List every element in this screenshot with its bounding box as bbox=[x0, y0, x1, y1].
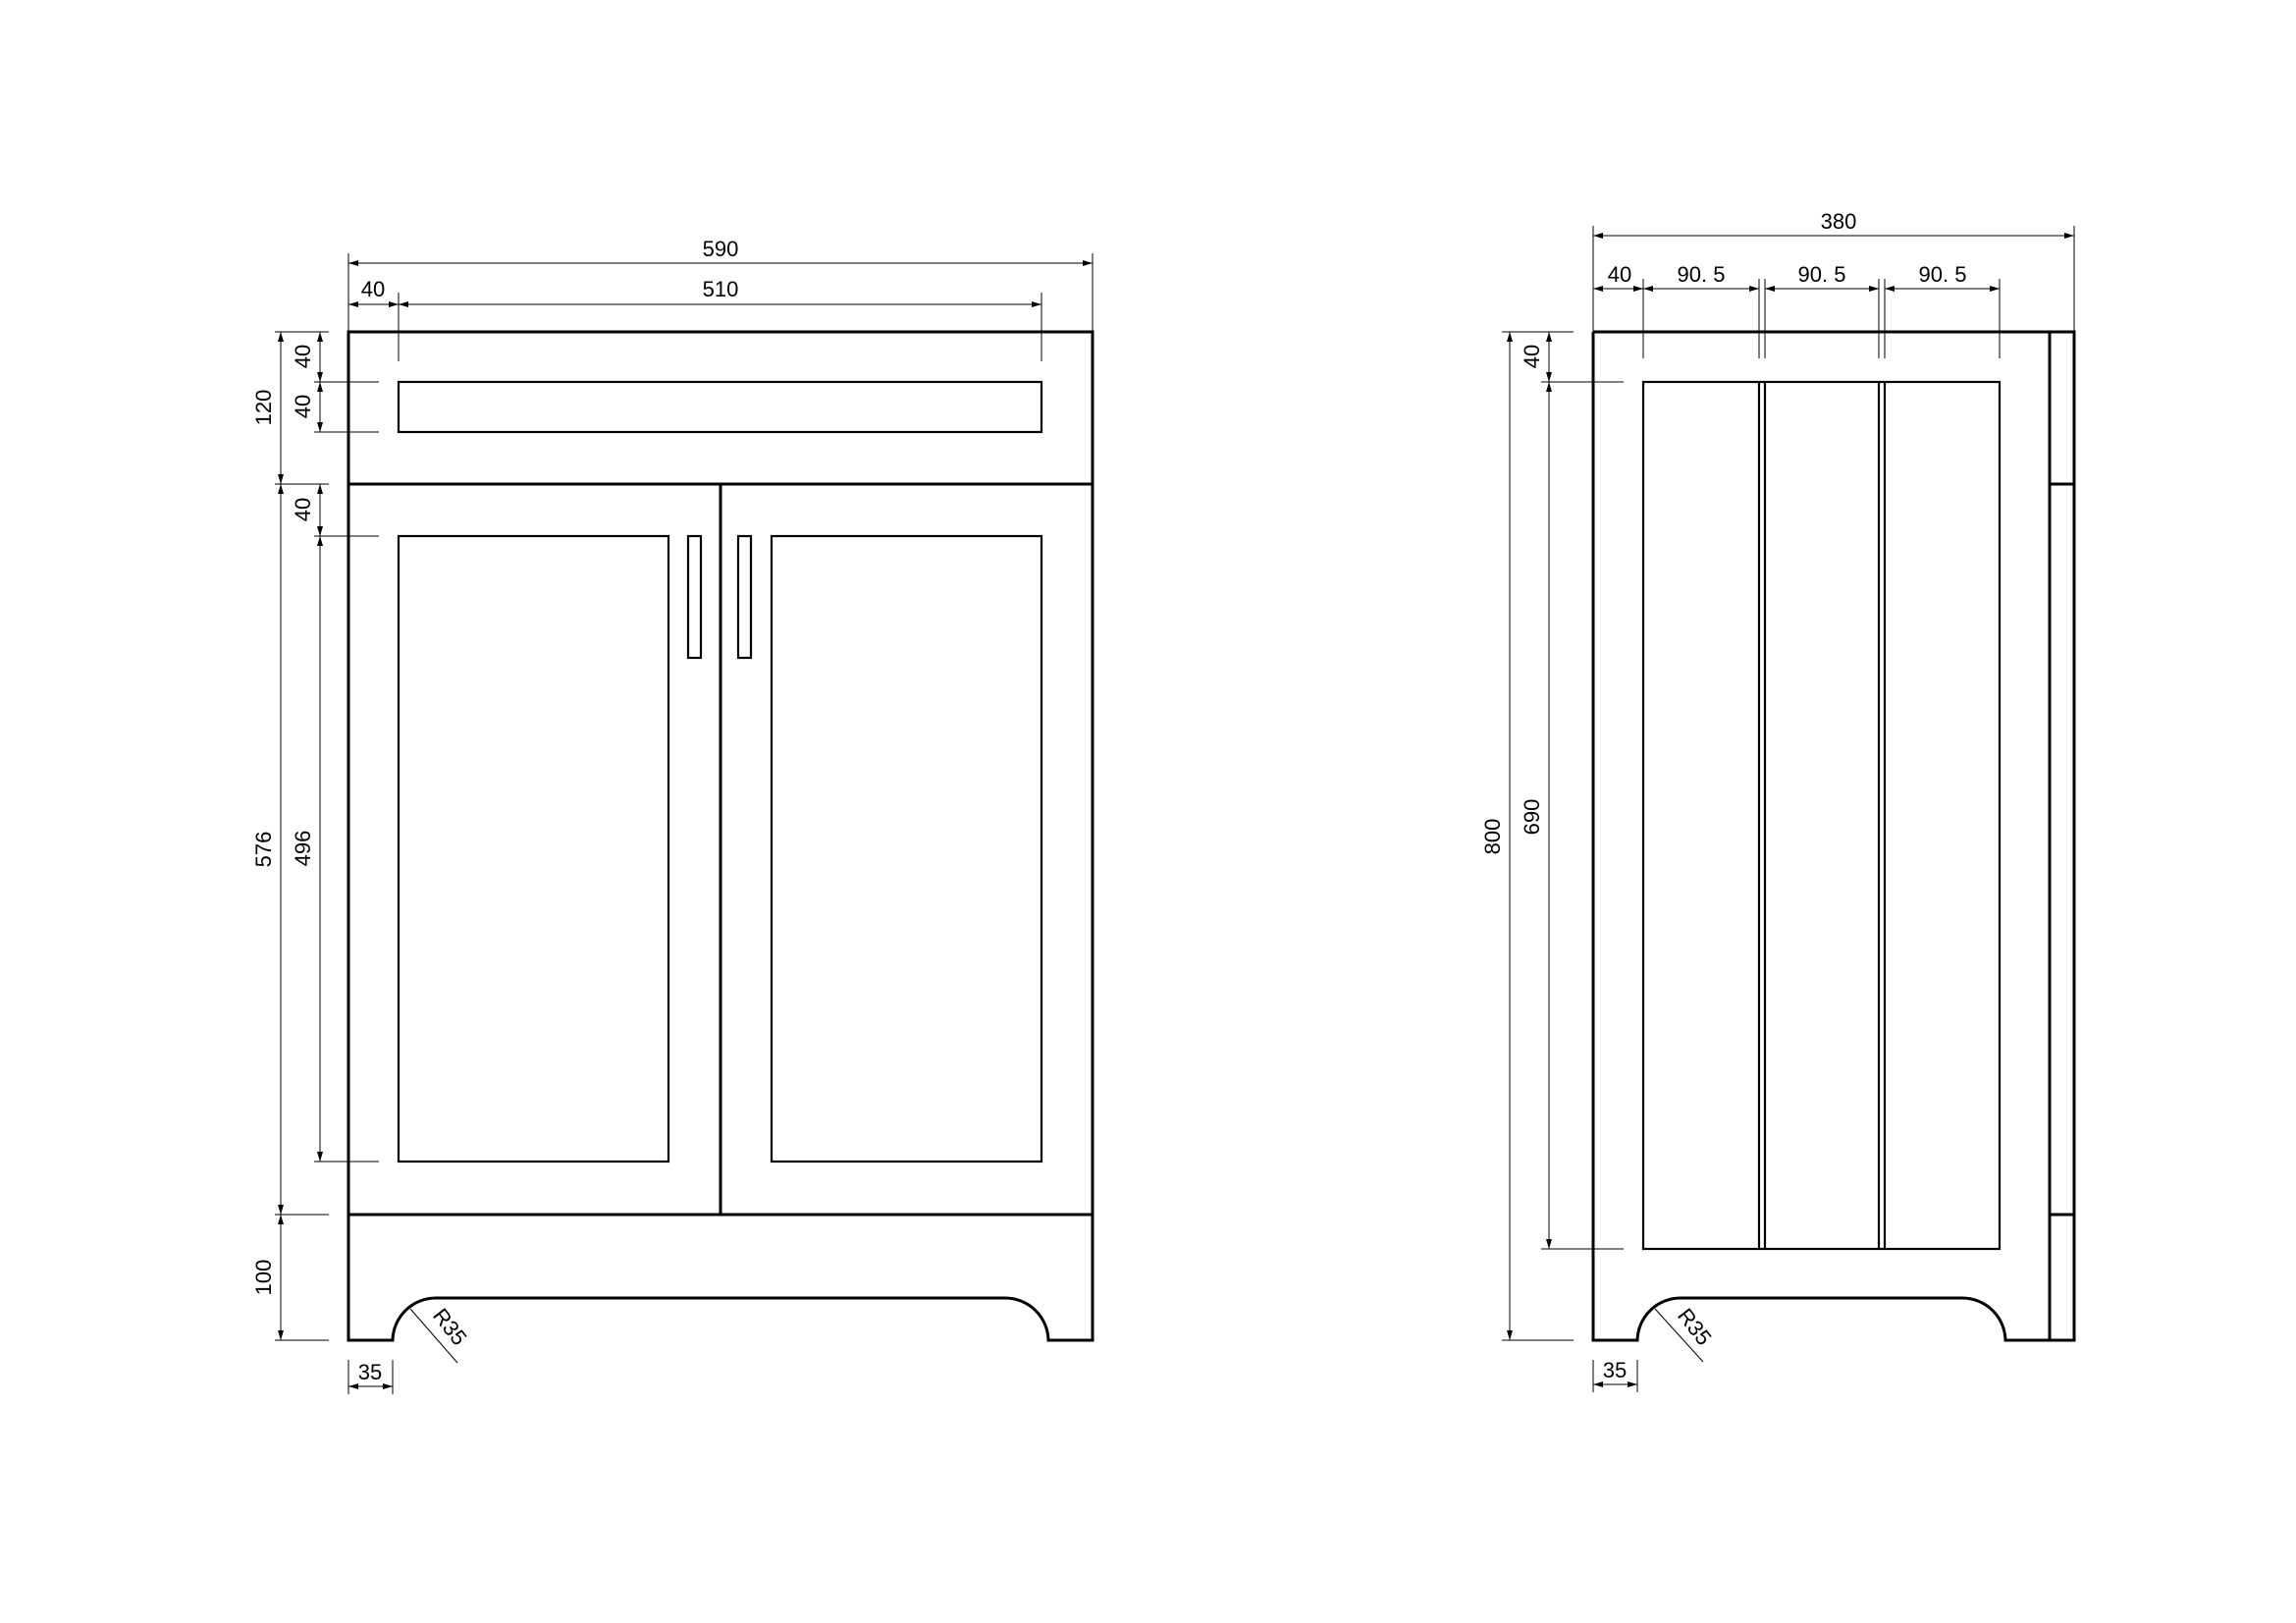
left-door-handle bbox=[686, 534, 703, 660]
dim-vertical-outer: 120 576 100 bbox=[251, 331, 329, 1341]
left-door-panel bbox=[397, 534, 670, 1163]
dim-label-side-leg-width: 35 bbox=[1603, 1358, 1627, 1382]
dim-label-side-offset: 40 bbox=[361, 277, 385, 301]
side-cabinet-outline bbox=[1591, 330, 2076, 1342]
side-view: 380 40 90. 5 90. 5 90. 5 bbox=[1480, 209, 2076, 1392]
dim-label-drawer-height: 40 bbox=[291, 395, 315, 418]
front-cabinet-outline bbox=[347, 330, 1095, 1342]
dim-label-top-section: 120 bbox=[251, 390, 276, 426]
dim-overall-width: 590 bbox=[347, 237, 1094, 332]
dim-label-overall-depth: 380 bbox=[1821, 209, 1857, 234]
dim-label-stile: 40 bbox=[1608, 262, 1631, 287]
dim-leg-front: 35 R35 bbox=[347, 1304, 472, 1394]
dim-label-plinth: 100 bbox=[251, 1260, 276, 1296]
drawer-panel bbox=[397, 380, 1043, 434]
dim-label-radius: R35 bbox=[428, 1304, 472, 1350]
front-view: 590 40 510 120 576 100 bbox=[251, 237, 1095, 1394]
dim-leg-side: 35 R35 bbox=[1592, 1304, 1717, 1392]
dim-drawer-width: 40 510 bbox=[348, 277, 1042, 361]
dim-label-side-panel-height: 690 bbox=[1520, 799, 1544, 836]
dim-label-drawer-width: 510 bbox=[703, 277, 739, 301]
right-door-handle bbox=[736, 534, 753, 660]
side-panel-frame bbox=[1641, 380, 2002, 1251]
dim-overall-depth: 380 bbox=[1592, 209, 2075, 332]
dim-label-top-rail: 40 bbox=[291, 345, 315, 368]
dim-label-overall-height: 800 bbox=[1480, 819, 1505, 855]
dim-side-vertical: 800 40 690 bbox=[1480, 331, 1624, 1341]
dim-vertical-inner: 40 40 40 496 bbox=[291, 332, 379, 1163]
dim-label-door-section: 576 bbox=[251, 832, 276, 868]
dim-panel-widths: 40 90. 5 90. 5 90. 5 bbox=[1593, 262, 2001, 358]
dim-label-door-panel: 496 bbox=[291, 831, 315, 867]
dim-label-leg-width: 35 bbox=[358, 1360, 382, 1384]
dim-label-panel-2: 90. 5 bbox=[1798, 262, 1846, 287]
dim-label-side-top-rail: 40 bbox=[1520, 345, 1544, 368]
dim-label-overall-width: 590 bbox=[703, 237, 739, 261]
dim-label-door-rail: 40 bbox=[291, 498, 315, 521]
right-door-panel bbox=[770, 534, 1043, 1163]
dim-label-panel-3: 90. 5 bbox=[1919, 262, 1967, 287]
dim-label-side-radius: R35 bbox=[1673, 1304, 1717, 1350]
dim-label-panel-1: 90. 5 bbox=[1678, 262, 1726, 287]
